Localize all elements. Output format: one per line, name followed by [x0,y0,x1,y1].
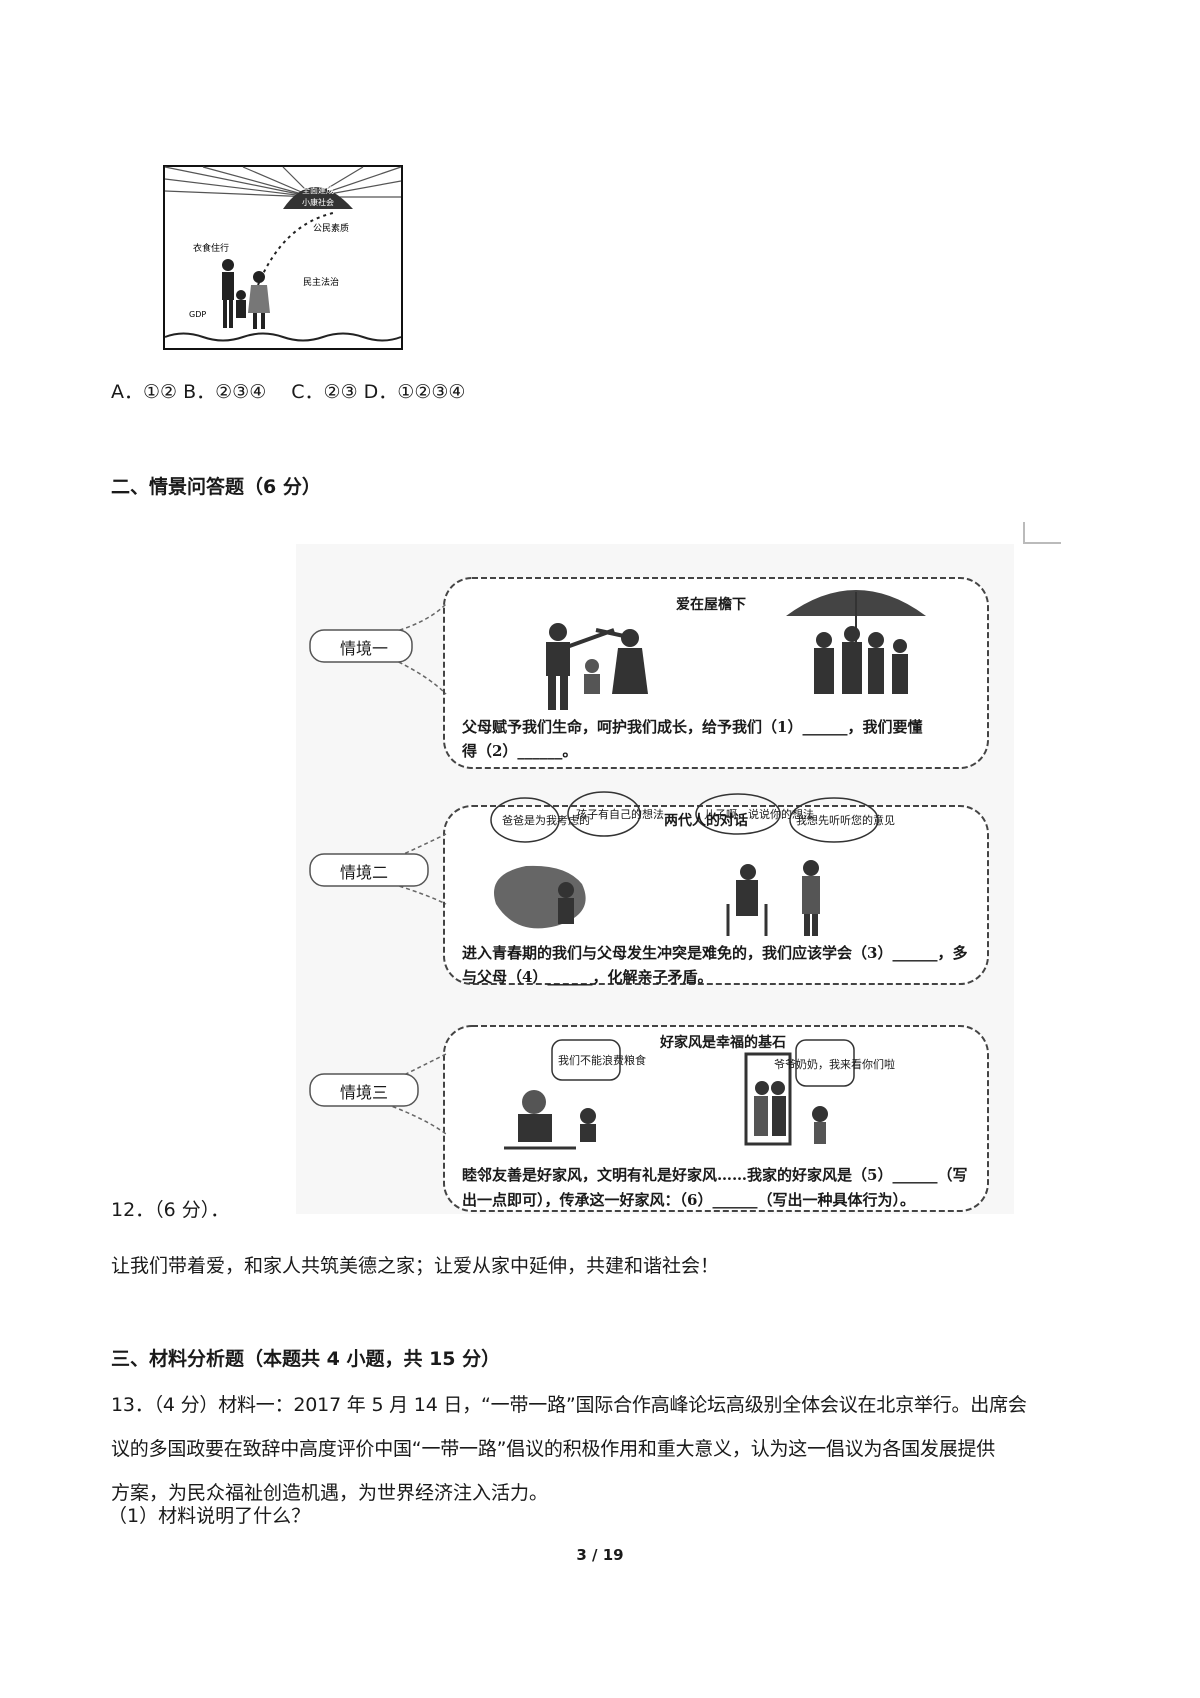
q11-options: A．①② B．②③④ C．②③ D．①②③④ [111,381,466,403]
scene-3-title: 好家风是幸福的基石 [660,1035,786,1051]
scene-2-label: 情境二 [340,863,389,882]
corner-mark [1023,522,1061,544]
q13-material: 13．（4 分）材料一：2017 年 5 月 14 日，“一带一路”国际合作高峰… [111,1383,1101,1515]
scene-1-line-2: 得（2）______。 [462,742,578,760]
scene-1-title: 爱在屋檐下 [676,597,746,613]
q13-line-2: 议的多国政要在致辞中高度评价中国“一带一路”倡议的积极作用和重大意义，认为这一倡… [111,1438,996,1460]
cartoon-label-2: 公民素质 [313,222,349,234]
scene-3-line-2: 出一点即可），传承这一好家风：（6）______（写出一种具体行为）。 [462,1191,915,1209]
scene-1-line-1: 父母赋予我们生命，呵护我们成长，给予我们（1）______，我们要懂 [462,718,923,736]
scene-2-bubble-2: 孩子有自己的想法 [576,808,664,821]
scene-3-label: 情境三 [340,1083,389,1102]
section-3-heading: 三、材料分析题（本题共 4 小题，共 15 分） [111,1348,501,1370]
scenario-figure: 情境一 情境二 情境三 爱在屋檐下 两代人的对话 好家风是幸福的基石 爸爸是为我… [296,544,1014,1214]
q13-subquestion-1: （1）材料说明了什么？ [108,1505,311,1527]
sun-text-1: 全面建成 [302,185,334,195]
q12-stem: 12．（6 分）． [111,1199,230,1221]
scene-1-label: 情境一 [340,639,389,658]
scene-2-bubble-1: 爸爸是为我考虑的 [502,814,590,827]
scene-2-bubble-4: 我想先听听您的意见 [796,814,895,827]
section-2-heading: 二、情景问答题（6 分） [111,476,321,498]
cartoon-label-3: 民主法治 [303,276,339,288]
scene-2-line-2: 与父母（4）______，化解亲子矛盾。 [462,968,713,986]
scene-3-line-1: 睦邻友善是好家风，文明有礼是好家风……我家的好家风是（5）______（写 [462,1166,968,1184]
q13-line-1: 13．（4 分）材料一：2017 年 5 月 14 日，“一带一路”国际合作高峰… [111,1394,1027,1416]
q12-closing: 让我们带着爱，和家人共筑美德之家；让爱从家中延伸，共建和谐社会！ [111,1255,720,1277]
sun-text-2: 小康社会 [302,197,334,207]
scene-2-bubble-3: 儿子啊，说说你的想法 [704,808,814,821]
scene-2-title: 两代人的对话 [664,813,748,829]
q13-line-3: 方案，为民众福祉创造机遇，为世界经济注入活力。 [111,1482,549,1504]
cartoon-label-1: 衣食住行 [193,242,229,254]
cartoon-image: 全面建成 小康社会 衣食住行 公民素质 民主法治 GDP [163,165,403,350]
scene-3-bubble-1: 我们不能浪费粮食 [558,1054,646,1067]
gdp-label: GDP [189,310,206,319]
scene-2-line-1: 进入青春期的我们与父母发生冲突是难免的，我们应该学会（3）______，多 [462,944,968,962]
scene-3-bubble-2: 爷爷奶奶，我来看你们啦 [774,1058,895,1071]
page-number: 3 / 19 [576,1546,624,1564]
